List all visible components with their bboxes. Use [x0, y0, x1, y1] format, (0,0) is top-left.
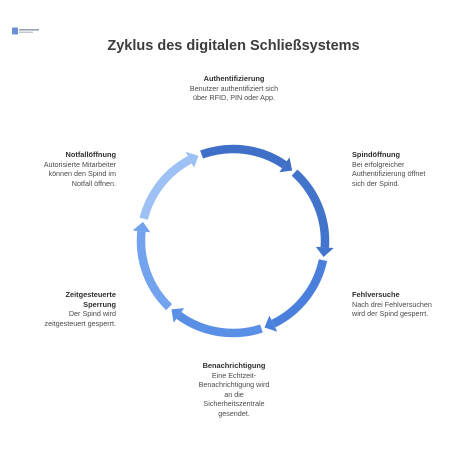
cycle-arrow-4 [176, 311, 263, 338]
step-description: Bei erfolgreicher Authentifizierung öffn… [352, 159, 426, 188]
step-zeitgesteuerte-sperrung: Zeitgesteuerte Sperrung Der Spind wird z… [34, 290, 116, 328]
step-notfalloeffnung: Notfallöffnung Autorisierte Mitarbeiter … [34, 150, 116, 188]
step-description: Autorisierte Mitarbeiter können den Spin… [43, 159, 116, 188]
arrowhead-4 [171, 308, 185, 323]
step-description: Eine Echtzeit-Benachrichtigung wird an d… [198, 370, 270, 418]
step-fehlversuche: Fehlversuche Nach drei Fehlversuchen wir… [352, 290, 432, 319]
step-benachrichtigung: Benachrichtigung Eine Echtzeit-Benachric… [184, 361, 284, 419]
arrowhead-2 [315, 246, 334, 257]
step-description: Benutzer authentifiziert sich über RFID,… [189, 83, 279, 103]
arrowhead-6 [185, 151, 199, 168]
brand-logo [12, 27, 39, 35]
cycle-arrow-2 [291, 169, 330, 248]
step-description: Nach drei Fehlversuchen wird der Spind g… [352, 299, 432, 319]
step-authentifizierung: Authentifizierung Benutzer authentifizie… [178, 74, 290, 103]
step-heading: Benachrichtigung [202, 361, 266, 370]
step-heading: Fehlversuche [352, 290, 400, 299]
step-heading: Authentifizierung [203, 74, 265, 83]
cycle-arrow-5 [136, 230, 173, 311]
arrowhead-3 [264, 315, 278, 332]
cycle-arrow-6 [139, 156, 192, 220]
step-heading: Notfallöffnung [65, 150, 117, 159]
step-heading: Spindöffnung [352, 150, 401, 159]
cycle-arrow-3 [271, 259, 328, 328]
arrowhead-5 [132, 221, 151, 233]
step-description: Der Spind wird zeitgesteuert gesperrt. [44, 309, 116, 328]
cycle-arrow-1 [200, 144, 287, 169]
step-heading: Zeitgesteuerte Sperrung [65, 290, 116, 309]
arrowhead-1 [279, 157, 293, 173]
step-spindoeffnung: Spindöffnung Bei erfolgreicher Authentif… [352, 150, 432, 188]
diagram-title: Zyklus des digitalen Schließsystems [107, 38, 360, 54]
